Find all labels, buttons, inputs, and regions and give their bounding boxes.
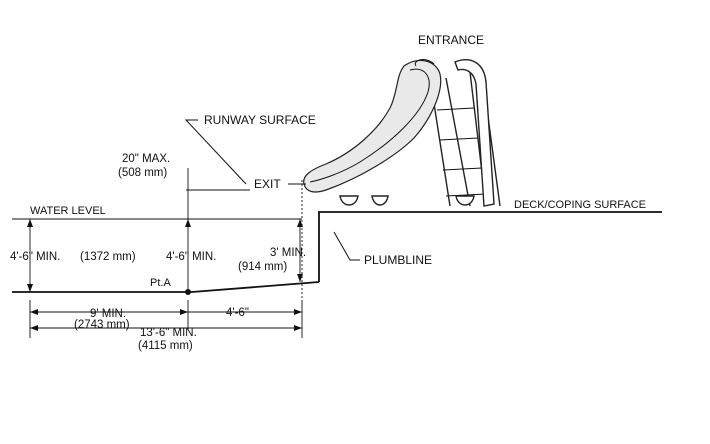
exit-label: EXIT [254, 177, 281, 191]
arrowhead [294, 309, 302, 315]
dist-slope-label: 4'-6" [226, 307, 249, 319]
slide-support [429, 71, 501, 207]
dist-13-mm-label: (4115 mm) [138, 340, 193, 352]
depth-plumb-label: 3' MIN. [270, 247, 306, 259]
arrowhead [185, 219, 191, 227]
arrowhead [30, 325, 38, 331]
point-a-label: Pt.A [150, 277, 171, 289]
chute-top-lip [414, 59, 435, 67]
pool-profile [12, 211, 662, 293]
point-a-marker [185, 289, 191, 295]
labels: ENTRANCE RUNWAY SURFACE 20" MAX. (508 mm… [10, 33, 646, 352]
dist-13-label: 13'-6" MIN. [140, 327, 197, 339]
arrowhead [294, 325, 302, 331]
entrance-label: ENTRANCE [418, 33, 484, 47]
depth-plumb-mm-label: (914 mm) [238, 261, 287, 273]
deck-coping-label: DECK/COPING SURFACE [514, 199, 646, 211]
arrowhead [180, 309, 188, 315]
chute-inner-edge [309, 68, 430, 183]
plumbline-leader [333, 231, 360, 261]
runway-leader [184, 119, 247, 185]
slide-foot-3 [455, 195, 475, 206]
depth-left-mm-label: (1372 mm) [80, 251, 136, 263]
plumbline-label: PLUMBLINE [364, 253, 432, 267]
handrail [454, 59, 495, 207]
dist-9-label: 9' MIN. [90, 308, 126, 320]
runway-surface-label: RUNWAY SURFACE [204, 113, 316, 127]
max-height-label: 20" MAX. [122, 153, 170, 165]
arrowhead [297, 274, 303, 282]
dist-9-mm-label: (2743 mm) [74, 319, 130, 331]
arrowhead [297, 219, 303, 227]
dimension-lines [27, 119, 360, 338]
slide-foot-2 [371, 195, 389, 206]
ladder-rungs [436, 107, 487, 197]
water-level-label: WATER LEVEL [30, 205, 106, 217]
slide-chute [303, 59, 442, 193]
slide-foot-1 [339, 195, 359, 206]
arrowhead [27, 284, 33, 292]
arrowhead [30, 309, 38, 315]
arrowhead [27, 219, 33, 227]
depth-left-label: 4'-6" MIN. [10, 251, 60, 263]
pool-slope [191, 281, 320, 293]
max-height-mm-label: (508 mm) [118, 167, 167, 179]
slide-drawing [303, 59, 501, 207]
depth-mid-label: 4'-6" MIN. [166, 251, 216, 263]
